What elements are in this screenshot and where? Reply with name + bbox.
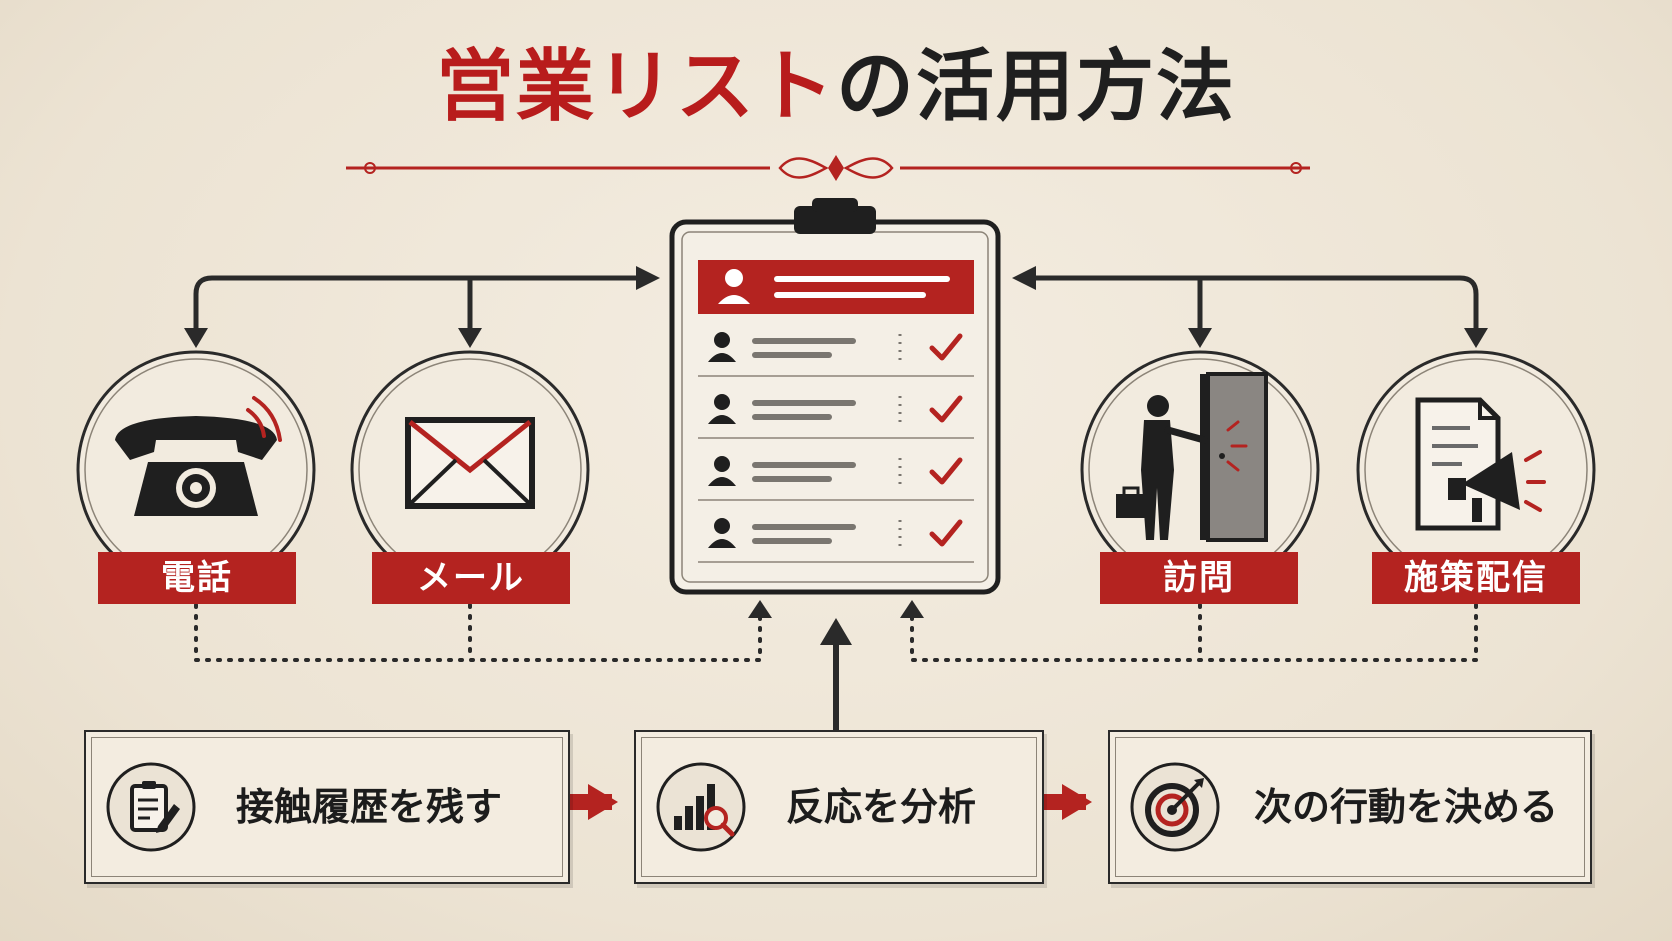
row-line (752, 352, 832, 358)
row-person-icon (714, 332, 730, 348)
title-rest: の活用方法 (836, 41, 1237, 132)
feedback-dotted-right (910, 603, 1478, 662)
row-person-body (708, 353, 736, 362)
row-check-icon (929, 457, 963, 485)
row-person-icon (714, 394, 730, 410)
channel-label-phone: 電話 (98, 552, 296, 604)
clipboard-row (698, 456, 974, 501)
row-line (752, 400, 856, 406)
step-label-analyze: 反応を分析 (786, 784, 977, 829)
page-title: 営業リストの活用方法 (0, 48, 1672, 126)
row-person-body (708, 415, 736, 424)
connector-left (184, 266, 660, 348)
row-line (752, 476, 832, 482)
clipboard-row (698, 394, 974, 439)
step-box-decide: 次の行動を決める (1108, 730, 1592, 884)
door-visit-icon (1116, 372, 1268, 542)
connector-right (1012, 266, 1488, 348)
telephone-icon (115, 396, 282, 516)
row-line (752, 524, 856, 530)
channel-label-mail: メール (372, 552, 570, 604)
row-line (752, 462, 856, 468)
feedback-arrow-left (748, 600, 772, 618)
row-line (752, 414, 832, 420)
step-box-record: 接触履歴を残す (84, 730, 570, 884)
clipboard-row (698, 518, 974, 563)
title-ornament (346, 155, 1310, 181)
bar-chart-magnifier-icon (656, 762, 746, 852)
step-label-decide: 次の行動を決める (1254, 784, 1559, 829)
step-box-analyze: 反応を分析 (634, 730, 1044, 884)
analysis-up-arrow (820, 618, 852, 645)
clipboard-rows (698, 332, 974, 563)
clipboard-pencil-icon (106, 762, 196, 852)
clipboard-row (698, 332, 974, 377)
row-line (752, 338, 856, 344)
row-check-icon (929, 519, 963, 547)
row-person-body (708, 477, 736, 486)
row-check-icon (929, 395, 963, 423)
row-person-icon (714, 456, 730, 472)
megaphone-document-icon (1415, 397, 1546, 531)
row-line (752, 538, 832, 544)
feedback-dotted-left (194, 603, 762, 662)
channel-label-broadcast: 施策配信 (1372, 552, 1580, 604)
title-highlight: 営業リスト (435, 41, 836, 132)
target-arrow-icon (1130, 762, 1220, 852)
step-label-record: 接触履歴を残す (236, 784, 503, 829)
row-person-icon (714, 518, 730, 534)
row-check-icon (929, 333, 963, 361)
feedback-arrow-right (900, 600, 924, 618)
channel-label-visit: 訪問 (1100, 552, 1298, 604)
envelope-icon (405, 417, 535, 509)
row-person-body (708, 539, 736, 548)
